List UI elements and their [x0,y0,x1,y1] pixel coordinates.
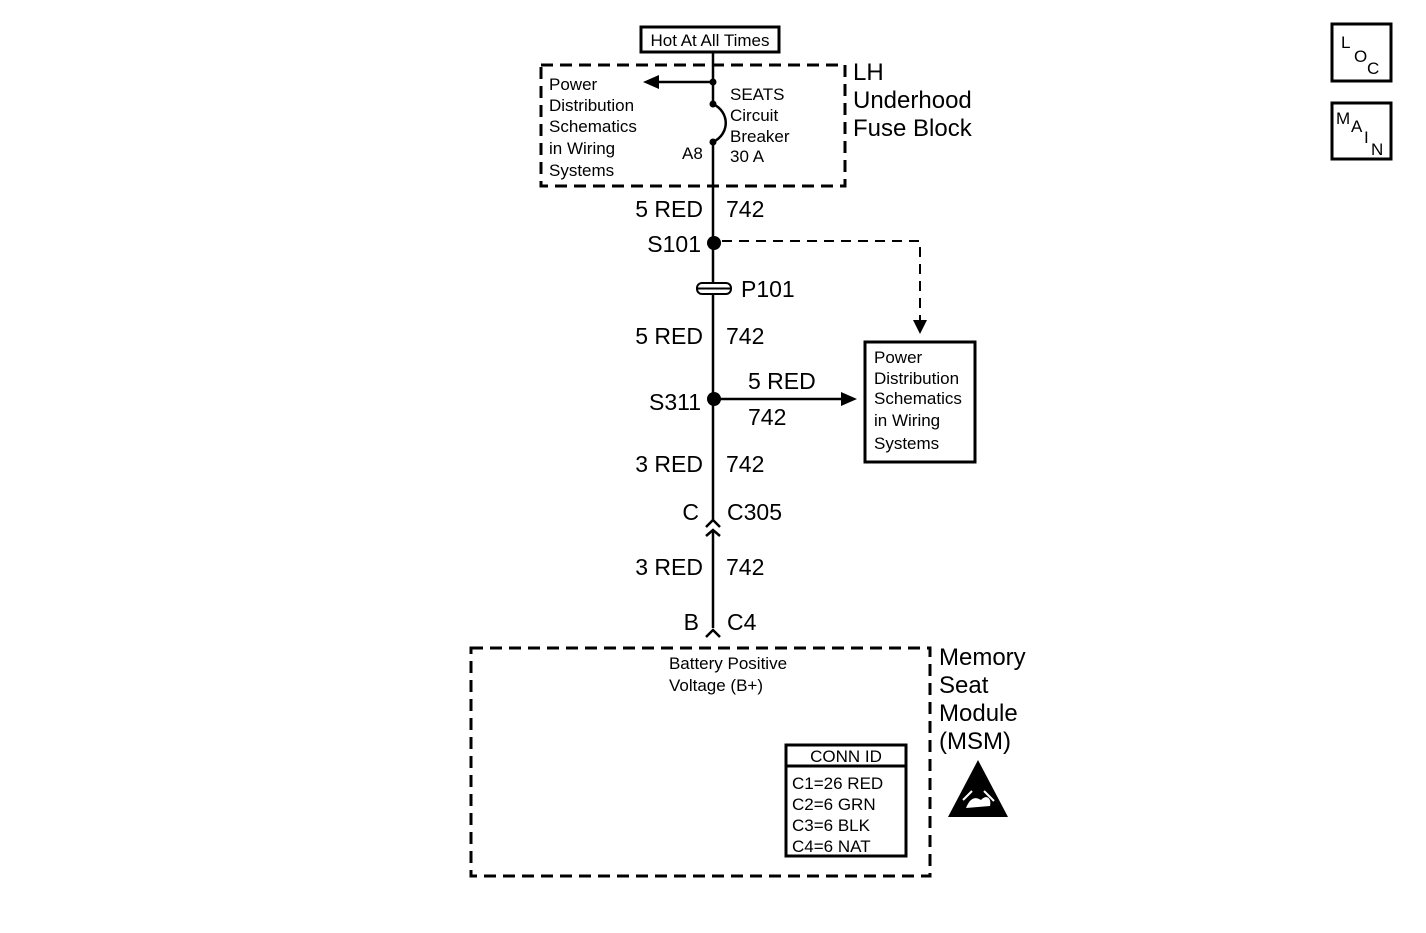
wire2-size-color: 5 RED [635,323,703,349]
fuse-block-name: LH Underhood Fuse Block [853,59,973,142]
power-distribution-ref-text: Power Distribution Schematics in Wiring … [874,348,962,453]
fuse-block-power-ref[interactable]: Power Distribution Schematics in Wiring … [549,75,637,180]
svg-text:in Wiring: in Wiring [549,139,615,158]
loc-button[interactable]: L O C [1330,22,1393,83]
wire2-circuit: 742 [726,323,764,349]
svg-text:LH: LH [853,59,884,86]
feed-node [709,78,717,86]
connector-c4-symbol [705,628,721,638]
svg-text:L: L [1341,33,1350,52]
svg-text:in Wiring: in Wiring [874,411,940,430]
svg-text:Distribution: Distribution [549,96,634,115]
main-button[interactable]: M A I N [1330,101,1393,161]
wire3-size-color: 3 RED [635,451,703,477]
wire3-circuit: 742 [726,451,764,477]
connector-c305-name: C305 [727,499,782,525]
ref-arrow-head [643,75,659,89]
conn-id-row: C2=6 GRN [792,795,876,814]
svg-text:Power: Power [874,348,923,367]
svg-text:Seat: Seat [939,672,989,699]
title-text: Hot At All Times [650,31,769,50]
connector-c4-pin: B [684,609,699,635]
branch-size-color: 5 RED [748,368,816,394]
svg-text:Circuit: Circuit [730,106,778,125]
module-function-line2: Voltage (B+) [669,676,763,695]
svg-text:Breaker: Breaker [730,127,790,146]
conn-id-row: C3=6 BLK [792,816,871,835]
wire4-circuit: 742 [726,554,764,580]
svg-text:M: M [1336,109,1350,128]
svg-text:Fuse Block: Fuse Block [853,115,973,142]
conn-id-row: C1=26 RED [792,774,883,793]
svg-text:I: I [1364,128,1369,147]
svg-text:C: C [1367,59,1379,78]
svg-text:Power: Power [549,75,598,94]
module-function-line1: Battery Positive [669,654,787,673]
splice-s101 [707,236,721,250]
svg-text:Module: Module [939,700,1018,727]
pass-through-p101-label: P101 [741,276,795,302]
pass-through-p101-symbol [696,282,732,295]
conn-id-header: CONN ID [810,747,882,766]
conn-id-row: C4=6 NAT [792,837,871,856]
circuit-breaker-label: SEATS Circuit Breaker 30 A [730,85,790,166]
svg-text:Systems: Systems [549,161,614,180]
terminal-label: A8 [682,144,703,163]
svg-text:SEATS: SEATS [730,85,784,104]
module-name: Memory Seat Module (MSM) [939,644,1026,755]
svg-text:Schematics: Schematics [874,389,962,408]
circuit-breaker-symbol [712,102,727,144]
svg-text:A: A [1351,117,1363,136]
module-outline [469,646,932,878]
svg-text:(MSM): (MSM) [939,728,1011,755]
svg-text:N: N [1371,140,1383,159]
connector-c305-pin: C [682,499,699,525]
svg-text:Memory: Memory [939,644,1026,671]
splice-s101-label: S101 [647,231,701,257]
conn-id-table: CONN ID C1=26 RED C2=6 GRN C3=6 BLK C4=6… [784,743,908,858]
power-distribution-ref-box[interactable] [863,340,977,464]
splice-s311-label: S311 [649,389,701,415]
svg-text:Schematics: Schematics [549,117,637,136]
title-box [639,25,781,54]
wire1-circuit: 742 [726,196,764,222]
branch-circuit: 742 [748,404,786,430]
svg-text:O: O [1354,47,1367,66]
fuse-block-outline [539,63,847,188]
connector-c4-name: C4 [727,609,757,635]
s101-branch-arrow [913,320,927,334]
connector-c305-symbol [705,518,721,537]
svg-text:Systems: Systems [874,434,939,453]
wire4-size-color: 3 RED [635,554,703,580]
s311-branch-arrow [841,392,857,406]
esd-sensitive-icon [948,760,1008,817]
wire1-size-color: 5 RED [635,196,703,222]
svg-text:Distribution: Distribution [874,369,959,388]
svg-text:30 A: 30 A [730,147,765,166]
svg-text:Underhood: Underhood [853,87,972,114]
